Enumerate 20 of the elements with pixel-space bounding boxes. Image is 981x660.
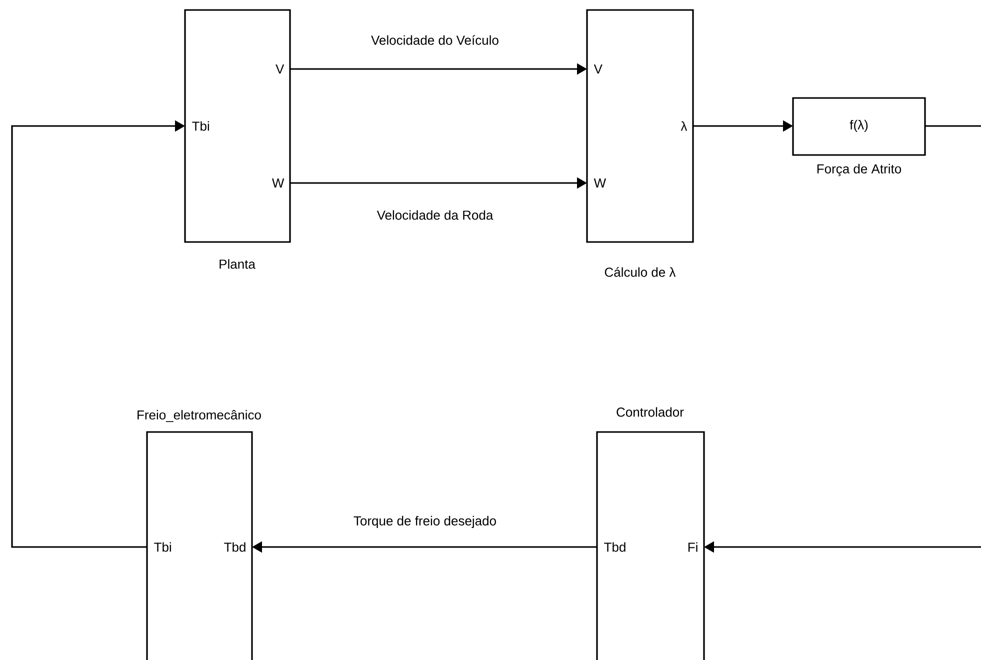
port-label: Fi	[688, 542, 698, 552]
edge-label: Velocidade da Roda	[376, 209, 494, 221]
port-label: V	[276, 64, 284, 74]
port-label: Tbd	[604, 542, 626, 552]
block-caption: Freio_eletromecânico	[138, 410, 261, 422]
port-label: Tbi	[192, 121, 209, 131]
block-caption: Cálculo de λ	[604, 267, 676, 277]
port-label: W	[594, 178, 606, 188]
port-label: W	[272, 178, 284, 188]
port-label: Tbi	[154, 542, 171, 552]
edge-label: Velocidade do Veículo	[370, 34, 500, 46]
block-caption: Planta	[220, 259, 256, 269]
edge-label: Torque de freio desejado	[352, 514, 498, 530]
signal-line	[925, 125, 981, 127]
block-caption: Força de Atrito	[817, 164, 902, 176]
block-caption: Controlador	[616, 407, 684, 417]
port-label: V	[594, 64, 602, 74]
port-label: Tbd	[224, 542, 246, 552]
port-label: λ	[680, 121, 688, 131]
function-label: f(λ)	[850, 120, 868, 132]
